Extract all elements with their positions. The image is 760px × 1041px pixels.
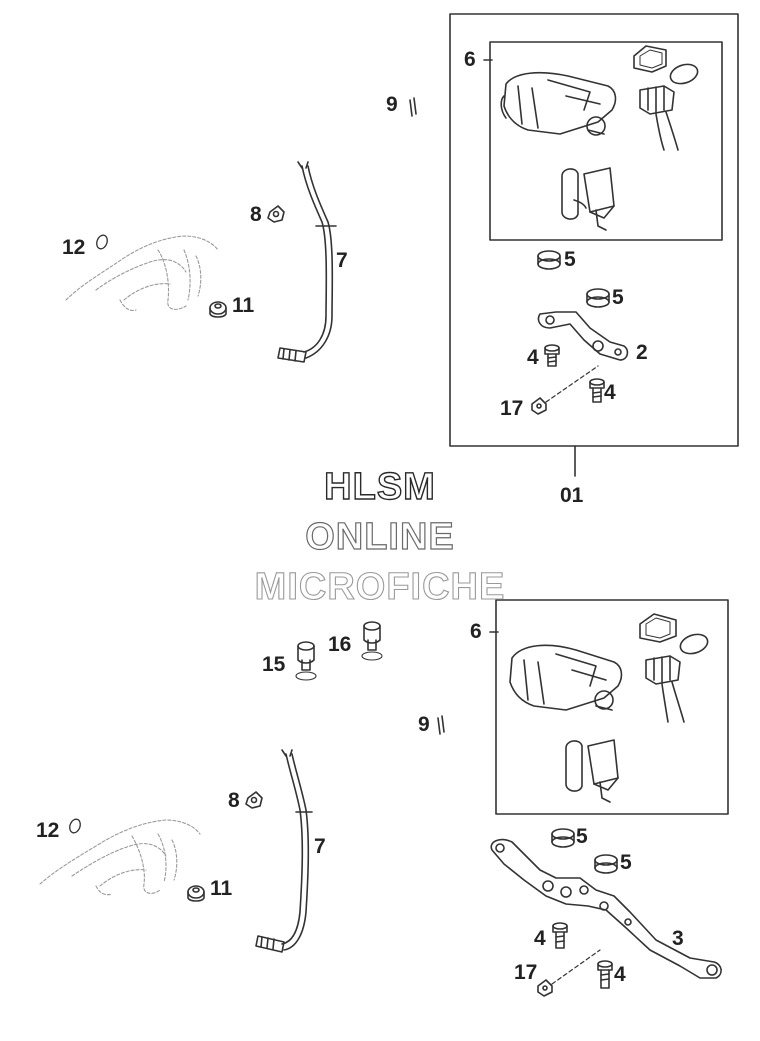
watermark-line-1: HLSM: [323, 466, 436, 508]
grommet-5c: [551, 828, 575, 848]
screw-4c: [552, 922, 568, 949]
contact-block-bottom: [645, 655, 685, 723]
callout-7-top: 7: [336, 249, 348, 272]
callout-11-bottom: 11: [210, 877, 233, 900]
grommet-5b: [586, 288, 610, 308]
callout-4a-top: 4: [527, 346, 539, 369]
grommet-5d: [594, 854, 618, 874]
callout-17-top: 17: [500, 397, 524, 420]
ring-12-bottom-icon: [69, 818, 81, 834]
contact-block: [639, 85, 679, 151]
callout-12-top: 12: [62, 236, 86, 259]
callout-6-top: 6: [464, 48, 476, 71]
callout-6-bottom: 6: [470, 620, 482, 643]
watermark-line-2: ONLINE: [305, 516, 455, 558]
dashed-leader-17: [545, 365, 599, 403]
callout-4a-bottom: 4: [534, 927, 546, 950]
pin-16: [361, 621, 383, 661]
nut-11-top: [209, 301, 227, 318]
callout-8-bottom: 8: [228, 789, 240, 812]
kit-outline-box: [449, 13, 739, 447]
callout-5a-bottom: 5: [576, 825, 588, 848]
callout-5a-top: 5: [564, 248, 576, 271]
switch-lens: [669, 63, 699, 85]
callout-16: 16: [328, 633, 352, 656]
callout-7-bottom: 7: [314, 835, 326, 858]
callout-5b-top: 5: [612, 286, 624, 309]
callout-2-top: 2: [636, 341, 648, 364]
callout-15: 15: [262, 653, 286, 676]
switch-cap: [633, 45, 667, 73]
callout-8-top: 8: [250, 203, 262, 226]
callout-01: 01: [560, 484, 584, 507]
bracket-2: [537, 311, 629, 361]
bracket-3: [490, 838, 722, 979]
screw-4d: [597, 960, 613, 989]
callout-3: 3: [672, 927, 684, 950]
switch-subassembly-box: [489, 41, 723, 241]
ring-12-top-icon: [96, 234, 108, 250]
nut-8-top: [267, 205, 285, 223]
callout-4b-bottom: 4: [614, 963, 626, 986]
switch-lens-bottom: [679, 633, 709, 655]
bolt-17: [531, 397, 547, 415]
switch-cap-bottom: [639, 613, 677, 643]
cable-7-bottom: [255, 749, 313, 953]
cover-12-bottom: [39, 819, 201, 896]
callout-17-bottom: 17: [514, 961, 538, 984]
callout-9-top: 9: [386, 93, 398, 116]
watermark-line-3: MICROFICHE: [254, 566, 506, 608]
switch-housing: [500, 71, 617, 136]
callout-9-bottom: 9: [418, 713, 430, 736]
switch-subassembly-box-bottom: [495, 599, 729, 815]
cable-7-top: [277, 161, 337, 363]
callout-5b-bottom: 5: [620, 851, 632, 874]
cover-12-top: [65, 235, 219, 312]
callout-12-bottom: 12: [36, 819, 60, 842]
clip-9-bottom: [437, 715, 445, 735]
clip-9-top: [409, 97, 417, 117]
screw-4b: [589, 378, 605, 403]
callout-11-top: 11: [232, 294, 255, 317]
nut-11-bottom: [187, 885, 205, 902]
screw-4a: [544, 344, 560, 367]
callout-4b-top: 4: [604, 381, 616, 404]
bolt-17-bottom: [537, 979, 553, 997]
relay-body-bottom: [565, 739, 619, 803]
nut-8-bottom: [245, 791, 263, 809]
dashed-leader-17-bottom: [551, 949, 601, 985]
switch-housing-bottom: [509, 644, 623, 711]
grommet-5a: [537, 250, 561, 270]
relay-body: [561, 167, 615, 231]
pin-15: [295, 641, 317, 681]
